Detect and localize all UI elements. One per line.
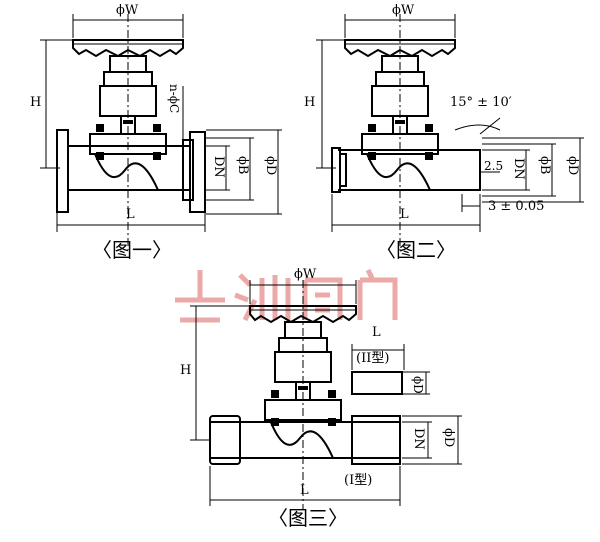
fig2-angle-label: 15° ± 10′ [450,95,512,110]
fig1-dim-d-label: ϕD [263,156,278,176]
fig2-dim-w-label: ϕW [392,3,415,18]
fig2-dim-tol-label: 3 ± 0.05 [488,199,545,214]
fig3-dim-h-label: H [180,363,192,378]
fig3-caption: 〈图三〉 [268,506,348,530]
fig3-dim-d-label: ϕD [441,428,456,448]
fig1-dim-w-label: ϕW [116,3,139,18]
fig3-dim-w-label: ϕW [294,267,317,282]
fig3-type2-label: (II型) [356,351,390,366]
fig2-dim-b-label: ϕB [537,156,552,175]
fig1-dim-h-label: H [30,95,42,110]
fig3-type1-label: (I型) [344,473,373,488]
fig2-valve [316,14,584,250]
fig3-dim-l-top-label: L [372,325,381,340]
fig1-caption: 〈图一〉 [92,238,172,262]
fig1-dim-l-label: L [126,207,135,222]
fig3-dim-l-label: L [300,483,309,498]
fig2-caption: 〈图二〉 [376,238,456,262]
fig1-dim-c-label: n-ϕC [167,84,181,114]
fig2-dim-dn-label: DN [511,158,526,180]
fig1-dim-b-label: ϕB [235,156,250,175]
fig3-dim-d-top-label: ϕD [411,376,425,394]
fig3-valve [190,280,462,510]
fig2-dim-l-label: L [400,207,409,222]
fig2-dim-h-label: H [304,95,316,110]
fig1-dim-dn-label: DN [211,156,226,178]
fig2-dim-25-label: 2.5 [484,159,504,173]
watermark-logo [175,268,398,323]
fig3-dim-dn-label: DN [411,428,426,450]
fig2-dim-d-label: ϕD [565,156,580,176]
fig1-valve [40,14,282,250]
